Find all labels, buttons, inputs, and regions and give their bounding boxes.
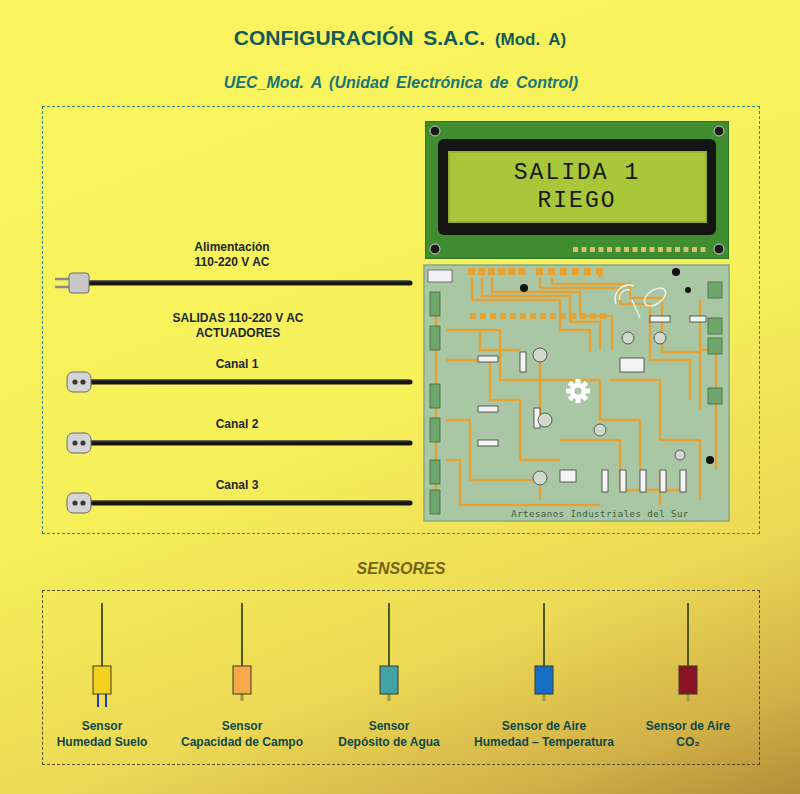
sensor: Sensor Humedad Suelo bbox=[22, 601, 182, 751]
cable-label: Canal 3 bbox=[216, 478, 259, 493]
text-line: Alimentación bbox=[194, 240, 269, 255]
text-line: Sensor de Aire bbox=[646, 718, 730, 734]
text-line: Sensor bbox=[181, 718, 303, 734]
text-line: CO₂ bbox=[646, 734, 730, 750]
cable-label: Canal 1 bbox=[216, 357, 259, 372]
dashed-region: UEC_Mod. A (Unidad Electrónica de Contro… bbox=[42, 106, 760, 534]
sensor-label: Sensor Capacidad de Campo bbox=[181, 718, 303, 750]
sensor: Sensor Capacidad de Campo bbox=[162, 601, 322, 751]
text-line: SALIDAS 110-220 V AC bbox=[173, 311, 304, 326]
text-line: CONFIGURACIÓN S.A.C. bbox=[234, 26, 495, 49]
sensor: Sensor Depósito de Agua bbox=[309, 601, 469, 751]
text-line: (Mod. A) bbox=[495, 30, 566, 49]
sensor-label: Sensor Humedad Suelo bbox=[57, 718, 148, 750]
text-line: Humedad – Temperatura bbox=[474, 734, 614, 750]
text-line: Humedad Suelo bbox=[57, 734, 148, 750]
text-line: Sensor de Aire bbox=[474, 718, 614, 734]
lcd-text: SALIDA 1 bbox=[514, 160, 640, 186]
lcd-text: RIEGO bbox=[537, 188, 616, 214]
sensor-label: Sensor de Aire Humedad – Temperatura bbox=[474, 718, 614, 750]
pcb-inscription: Artesanos Industriales del Sur bbox=[511, 508, 689, 520]
dashed-region: SENSORESSensor Humedad SueloSensor Capac… bbox=[42, 590, 760, 765]
text-line: Depósito de Agua bbox=[338, 734, 440, 750]
text-line: Sensor bbox=[338, 718, 440, 734]
text-line: ACTUADORES bbox=[173, 326, 304, 341]
title: CONFIGURACIÓN S.A.C. (Mod. A) bbox=[234, 26, 567, 50]
region-heading: UEC_Mod. A (Unidad Electrónica de Contro… bbox=[224, 74, 578, 92]
cable-label: Alimentación 110-220 V AC bbox=[194, 240, 269, 270]
text-line: 110-220 V AC bbox=[194, 255, 269, 270]
cable-label: SALIDAS 110-220 V AC ACTUADORES bbox=[173, 311, 304, 341]
cable-label: Canal 2 bbox=[216, 417, 259, 432]
sensor-label: Sensor Depósito de Agua bbox=[338, 718, 440, 750]
lcd-display: SALIDA 1RIEGO bbox=[425, 121, 729, 259]
sensor: Sensor de Aire Humedad – Temperatura bbox=[464, 601, 624, 751]
text-line: Sensor bbox=[57, 718, 148, 734]
sensor-label: Sensor de Aire CO₂ bbox=[646, 718, 730, 750]
region-heading: SENSORES bbox=[357, 560, 446, 578]
text-line: Capacidad de Campo bbox=[181, 734, 303, 750]
sensor: Sensor de Aire CO₂ bbox=[608, 601, 768, 751]
